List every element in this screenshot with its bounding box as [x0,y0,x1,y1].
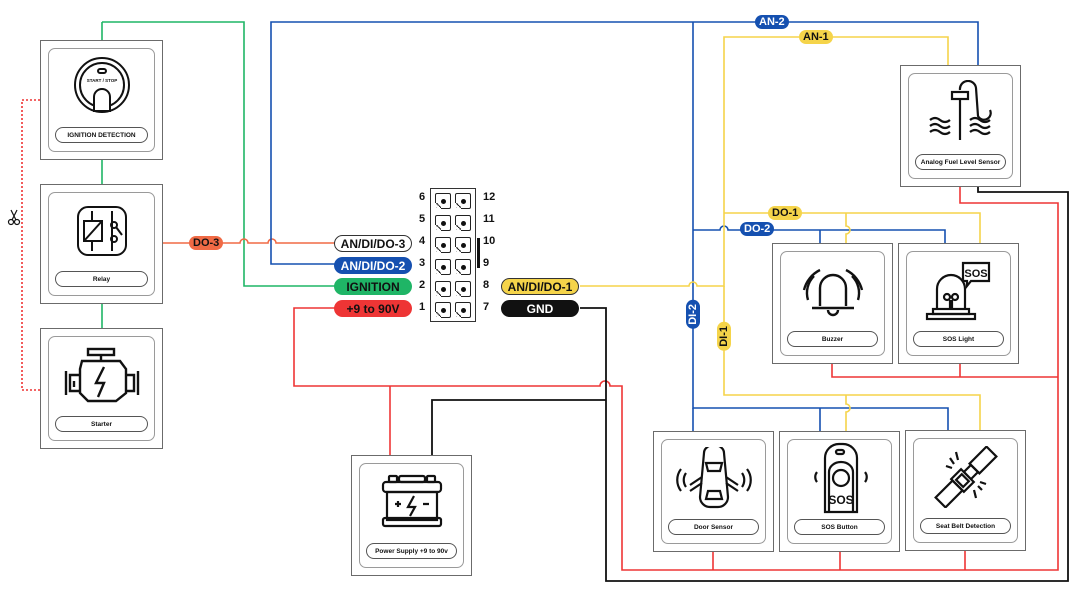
pin-10[interactable] [455,237,471,253]
wire-an1 [580,36,949,287]
wire-an2 [270,21,979,265]
pin-label-an-di-do-2: AN/DI/DO-2 [334,257,412,274]
relay-icon [41,195,162,267]
pin-8[interactable] [455,281,471,297]
car-doors-icon [654,442,773,514]
pin-label-an-di-do-3: AN/DI/DO-3 [334,235,412,252]
pin-11[interactable] [455,215,471,231]
device-sos-button[interactable]: SOS SOS Button [779,431,900,552]
wire-tag-di1: DI-1 [717,322,731,351]
wire-power-bottom [712,551,966,570]
bell-icon [773,254,892,326]
pin-2[interactable] [435,281,451,297]
connector-latch [477,238,480,268]
connector-12-pin [430,188,476,322]
wire-tag-an1: AN-1 [799,30,833,44]
svg-text:SOS: SOS [828,493,853,507]
pin-12[interactable] [455,193,471,209]
wire-gnd [580,187,1069,582]
pin-number: 12 [483,191,496,203]
scissors-icon [7,209,21,226]
device-label: Door Sensor [668,519,759,535]
pin-1[interactable] [435,302,451,318]
pin-number: 11 [483,213,495,225]
wire-tag-di2: DI-2 [686,300,700,329]
pin-number: 3 [419,257,426,269]
device-label: Starter [55,416,148,432]
device-relay[interactable]: Relay [40,184,163,304]
device-label: Buzzer [787,331,878,347]
pin-7[interactable] [455,302,471,318]
wire-gnd-ps [431,399,606,456]
beacon-icon: SOS [899,254,1018,326]
pin-label-ignition: IGNITION [334,278,412,295]
wire-ignition [102,21,335,287]
wire-tag-an2: AN-2 [755,15,789,29]
device-label: Relay [55,271,148,287]
wire-tag-do1: DO-1 [768,206,803,220]
wire-tag-do3: DO-3 [189,236,224,250]
wire-do3 [162,238,335,244]
fuel-probe-icon [901,76,1020,148]
pin-number: 2 [419,279,426,291]
device-label: Power Supply +9 to 90v [366,543,457,559]
pin-4[interactable] [435,237,451,253]
pin-9[interactable] [455,259,471,275]
svg-text:START / STOP: START / STOP [86,78,117,83]
start-stop-button-icon: START / STOP [41,51,162,123]
sos-button-icon: SOS [780,442,899,514]
pin-number: 7 [483,301,490,313]
device-sos-light[interactable]: SOS SOS Light [898,243,1019,364]
wire-bypass-dotted [21,99,40,391]
device-ignition-detection[interactable]: START / STOP IGNITION DETECTION [40,40,163,160]
device-fuel-level-sensor[interactable]: Analog Fuel Level Sensor [900,65,1021,187]
wire-di2-branches [692,408,821,432]
pin-label-gnd: GND [501,300,579,317]
pin-number: 9 [483,257,490,269]
device-label: Analog Fuel Level Sensor [915,154,1006,170]
pin-3[interactable] [435,259,451,275]
device-door-sensor[interactable]: Door Sensor [653,431,774,552]
device-power-supply[interactable]: Power Supply +9 to 90v [351,455,472,576]
svg-text:SOS: SOS [964,268,987,280]
pin-number: 8 [483,279,490,291]
pin-number: 4 [419,235,426,247]
wire-power [293,187,1059,571]
pin-label-power: +9 to 90V [334,300,412,317]
device-starter[interactable]: Starter [40,328,163,449]
pin-number: 10 [483,235,496,247]
pin-label-an-di-do-1: AN/DI/DO-1 [501,278,579,295]
wire-power-top [831,362,1058,378]
battery-icon [352,466,471,538]
device-label: SOS Light [913,331,1004,347]
pin-6[interactable] [435,193,451,209]
device-seatbelt-detection[interactable]: Seat Belt Detection [905,430,1026,551]
device-label: IGNITION DETECTION [55,127,148,143]
device-buzzer[interactable]: Buzzer [772,243,893,364]
wire-tag-do2: DO-2 [740,222,775,236]
device-label: SOS Button [794,519,885,535]
pin-number: 5 [419,213,426,225]
device-label: Seat Belt Detection [920,518,1011,534]
seatbelt-icon [906,441,1025,513]
pin-number: 6 [419,191,426,203]
wire-do1 [724,212,981,246]
pin-5[interactable] [435,215,451,231]
pin-number: 1 [419,301,426,313]
engine-icon [41,339,162,411]
